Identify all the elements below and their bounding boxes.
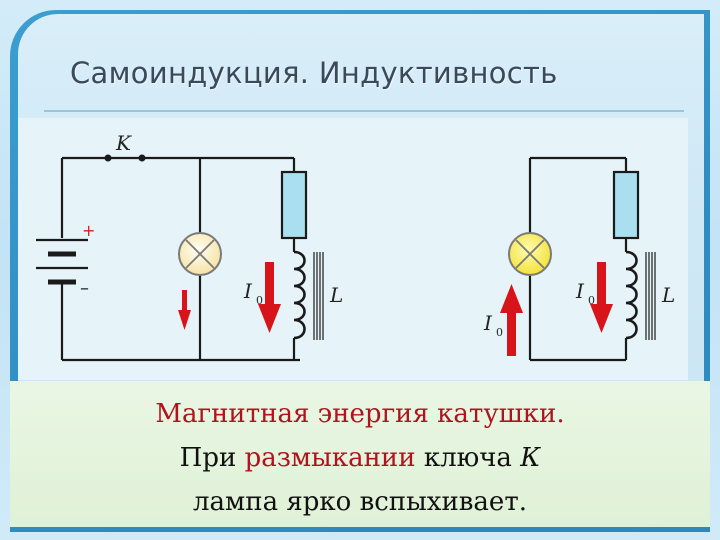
caption-line-1: Магнитная энергия катушки. — [155, 399, 565, 429]
inductor-label-left: L — [329, 283, 343, 307]
coil-current-arrow-left — [258, 262, 281, 333]
switch-contact-right — [138, 154, 146, 162]
lamp-current-sub-right: 0 — [496, 326, 503, 339]
current-label-left: I — [243, 279, 253, 303]
caption-line-2: При размыкании ключа К — [10, 436, 710, 480]
lamp-current-arrow-right — [500, 284, 523, 356]
inductor-coil-left — [293, 250, 306, 340]
lamp-left — [178, 232, 222, 276]
inductor-core-left — [313, 252, 324, 340]
battery-plus-sign: + — [82, 221, 95, 240]
coil-current-arrow-right — [590, 262, 613, 333]
switch-contact-left — [104, 154, 112, 162]
caption-line-2-part-1: При — [179, 443, 245, 473]
caption-line-2-part-2: размыкании — [244, 443, 416, 473]
battery-minus-sign: – — [80, 278, 89, 299]
inductor-coil-right — [625, 250, 638, 340]
resistor-right — [612, 170, 640, 240]
circuit-figure-area — [18, 118, 688, 380]
current-sub-left: 0 — [256, 294, 263, 307]
slide-title: Самоиндукция. Индуктивность — [70, 56, 558, 90]
inductor-core-right — [645, 252, 656, 340]
title-divider — [44, 110, 684, 112]
resistor-left — [280, 170, 308, 240]
lamp-current-label-right: I — [483, 311, 493, 335]
inductor-label-right: L — [661, 283, 675, 307]
lamp-right-bright — [508, 232, 552, 276]
lamp-current-arrow-left — [178, 290, 191, 330]
caption-line-2-part-3: ключа — [415, 443, 521, 473]
right-circuit — [528, 156, 628, 362]
left-circuit — [60, 156, 300, 362]
battery — [36, 238, 88, 285]
caption-box — [10, 381, 710, 527]
switch-label: K — [115, 131, 132, 155]
coil-current-sub-right: 0 — [588, 294, 595, 307]
caption-line-3: лампа ярко вспыхивает. — [193, 487, 527, 517]
coil-current-label-right: I — [575, 279, 585, 303]
caption: Магнитная энергия катушки. При размыкани… — [10, 392, 710, 524]
caption-line-2-part-4: К — [520, 443, 541, 473]
